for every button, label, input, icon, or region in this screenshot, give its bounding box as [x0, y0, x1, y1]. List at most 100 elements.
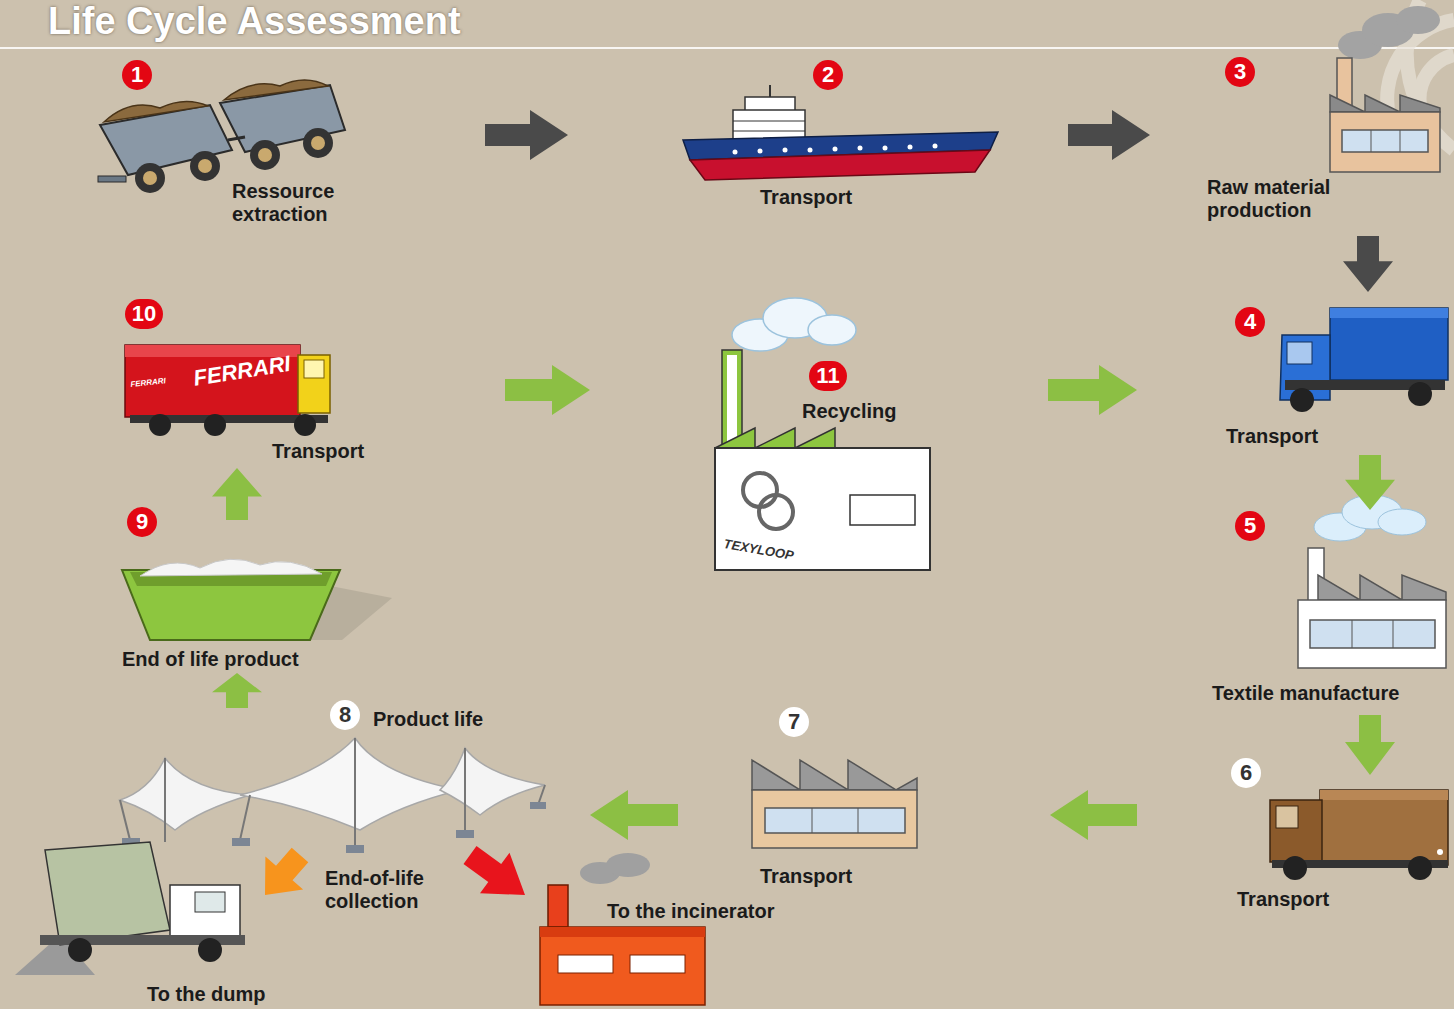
incinerator-part	[558, 955, 613, 973]
step-label: Textile manufacture	[1212, 682, 1399, 705]
textile-factory-part	[1352, 620, 1353, 648]
blue-truck-part	[1408, 382, 1432, 406]
recycling-plant-part	[722, 350, 742, 450]
cargo-ship-part	[690, 150, 990, 180]
diagram-title: Life Cycle Assessment	[48, 1, 461, 43]
incinerator-part	[540, 927, 705, 937]
callout-number: 8	[330, 700, 360, 730]
mine-carts-part	[190, 151, 220, 181]
step-label: Product life	[373, 708, 483, 731]
warehouse-part	[752, 790, 917, 848]
step-label: Recycling	[802, 400, 896, 423]
flow-arrow	[590, 790, 678, 840]
cargo-ship-part-part	[733, 150, 738, 155]
callout-number: 11	[809, 361, 847, 391]
step-node: Textile manufacture	[1205, 510, 1445, 715]
step-label: Transport	[760, 865, 852, 888]
tent-structure-part-part	[464, 748, 466, 832]
tent-structure-part-part	[240, 795, 250, 840]
logo-arcs-part	[1420, 55, 1454, 105]
recycling-plant-part	[715, 428, 930, 448]
brown-truck-part	[1283, 856, 1307, 880]
brown-truck-part	[1276, 806, 1298, 828]
tent-structure-part-part	[346, 845, 364, 853]
raw-material-factory-part	[1330, 112, 1440, 172]
tent-structure-part	[122, 802, 546, 853]
callout-number: 3	[1225, 57, 1255, 87]
skip-container	[122, 559, 392, 640]
tent-structure-part-part	[164, 758, 166, 842]
callout-number: 1	[122, 60, 152, 90]
blue-truck-part	[1290, 388, 1314, 412]
ferrari-truck-part	[294, 414, 316, 436]
incinerator-part	[606, 853, 650, 877]
raw-material-factory	[1330, 6, 1440, 172]
textile-factory-part	[1318, 575, 1446, 600]
callout-number: 10	[125, 299, 163, 329]
cargo-ship-part-part	[908, 145, 913, 150]
tent-structure-part	[120, 738, 545, 848]
callout-number: 2	[813, 60, 843, 90]
cargo-ship-part	[733, 131, 805, 132]
tent-structure-part-part	[456, 830, 474, 838]
blue-truck-part	[1330, 308, 1448, 380]
cargo-ship-part	[733, 144, 938, 155]
flow-arrow	[265, 848, 308, 895]
step-label: Raw material production	[1207, 176, 1422, 222]
recycling-plant	[715, 298, 930, 570]
cargo-ship-part-part	[783, 148, 788, 153]
tent-structure-part-part	[354, 738, 356, 848]
brown-truck-part	[1270, 800, 1322, 862]
flow-arrow	[1345, 455, 1395, 510]
flow-arrow	[212, 673, 262, 708]
recycling-plant-part	[850, 495, 915, 525]
blue-truck-part	[1330, 308, 1448, 318]
mine-carts-part	[258, 148, 272, 162]
skip-container-part	[122, 570, 340, 640]
raw-material-factory-part	[1342, 130, 1428, 152]
cargo-ship-part	[745, 97, 795, 111]
textile-factory-part	[1393, 620, 1394, 648]
cargo-ship-part-part	[933, 144, 938, 149]
tent-structure-part-part	[530, 802, 546, 809]
callout-number: 6	[1231, 758, 1261, 788]
step-label: To the incinerator	[607, 900, 774, 923]
callout-number: 9	[127, 507, 157, 537]
mine-carts-part	[303, 128, 333, 158]
brown-truck	[1270, 790, 1448, 880]
header-rule	[0, 47, 1454, 49]
tent-structure-part	[440, 748, 545, 815]
flow-arrow	[1048, 365, 1137, 415]
mine-carts-part	[250, 140, 280, 170]
cargo-ship-part	[769, 85, 771, 97]
warehouse	[752, 760, 917, 848]
callout-number: 5	[1235, 511, 1265, 541]
recycling-plant-part	[727, 355, 737, 445]
cargo-ship	[683, 85, 998, 180]
warehouse-part	[858, 808, 859, 833]
flow-arrow	[212, 468, 262, 520]
recycling-plant-part	[808, 315, 856, 345]
step-node: Ressource extraction	[95, 85, 485, 235]
step-label: Transport	[1237, 888, 1329, 911]
step-label: Transport	[272, 440, 364, 463]
ferrari-truck-part	[304, 360, 324, 378]
mine-carts-part	[311, 136, 325, 150]
flow-arrow	[1068, 110, 1150, 160]
step-node: End of life product	[115, 520, 395, 673]
flow-arrow	[505, 365, 590, 415]
tent-structure-part-part	[120, 800, 130, 840]
ferrari-truck-part	[298, 355, 330, 413]
warehouse-part	[765, 808, 905, 833]
garbage-truck-part	[195, 892, 225, 912]
step-label: To the dump	[147, 983, 266, 1006]
step-node: Raw material production	[1150, 60, 1440, 236]
ferrari-truck-part	[204, 414, 226, 436]
flow-arrow	[464, 846, 526, 895]
header-rule-part	[0, 47, 1454, 49]
mine-carts-part	[224, 80, 328, 100]
flow-arrow	[1345, 715, 1395, 775]
cargo-ship-part-part	[758, 149, 763, 154]
step-label: End of life product	[122, 648, 299, 671]
